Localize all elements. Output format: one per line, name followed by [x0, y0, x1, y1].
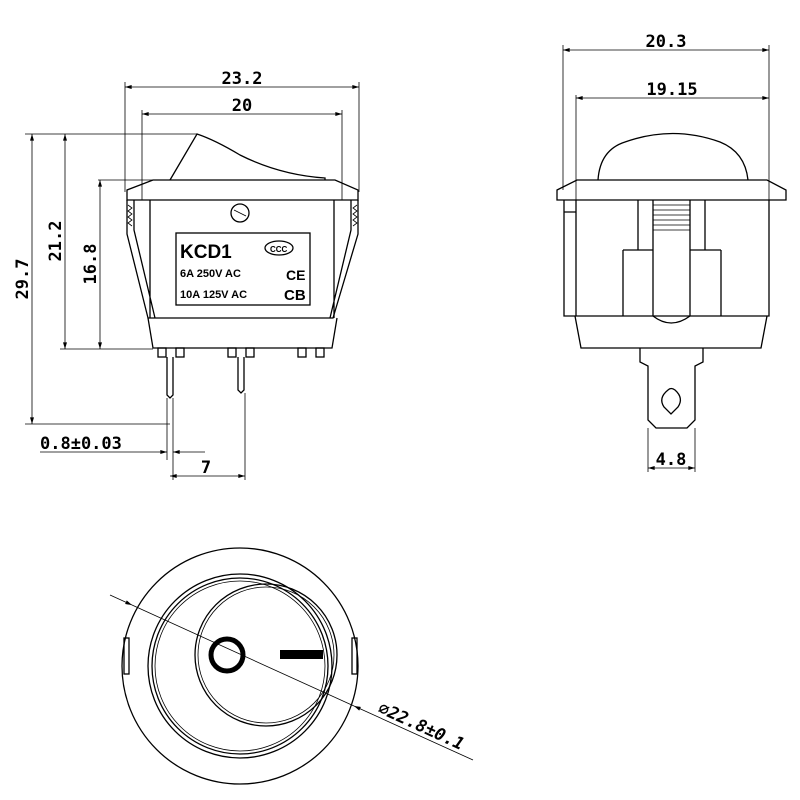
- ccc-text: CCC: [270, 245, 288, 254]
- on-symbol-icon: [280, 650, 323, 659]
- side-base: [574, 315, 768, 349]
- rating1-text: 6A 250V AC: [180, 268, 241, 280]
- model-text: KCD1: [180, 242, 232, 263]
- rocker: [169, 133, 326, 181]
- rating2-text: 10A 125V AC: [180, 289, 247, 301]
- dim-height-16: 16.8: [81, 244, 101, 285]
- side-flange: [556, 179, 787, 201]
- label-plate: [175, 232, 311, 306]
- cb-mark: CB: [284, 287, 306, 304]
- front-view: KCD1 CCC 6A 250V AC CE 10A 125V AC CB 23…: [13, 69, 360, 480]
- pins: [157, 347, 325, 399]
- flange: [126, 179, 359, 201]
- body: [126, 200, 359, 319]
- screw: [230, 203, 250, 223]
- dim-body-width: 20: [232, 96, 252, 116]
- side-view: 20.3 19.15 4.8: [556, 32, 787, 472]
- base: [147, 317, 338, 349]
- dim-diameter: ⌀22.8±0.1: [375, 698, 467, 754]
- terminal: [639, 348, 704, 429]
- dim-flange-width: 20.3: [646, 32, 687, 52]
- outer-bezel: [121, 547, 359, 785]
- dim-overall-width: 23.2: [222, 69, 263, 89]
- rocker-top: [194, 583, 338, 727]
- dim-terminal-width: 4.8: [656, 450, 687, 470]
- top-view: ⌀22.8±0.1: [109, 547, 474, 785]
- dim-total-height: 29.7: [13, 259, 33, 300]
- dim-pin-thickness: 0.8±0.03: [40, 434, 122, 454]
- ccc-mark: [264, 240, 294, 256]
- ce-mark: CE: [286, 267, 305, 283]
- dim-side-body-width: 19.15: [646, 80, 697, 100]
- dome: [597, 132, 749, 181]
- off-symbol-icon: [208, 636, 246, 674]
- dim-height-21: 21.2: [46, 221, 66, 262]
- dim-pin-pitch: 7: [201, 458, 211, 478]
